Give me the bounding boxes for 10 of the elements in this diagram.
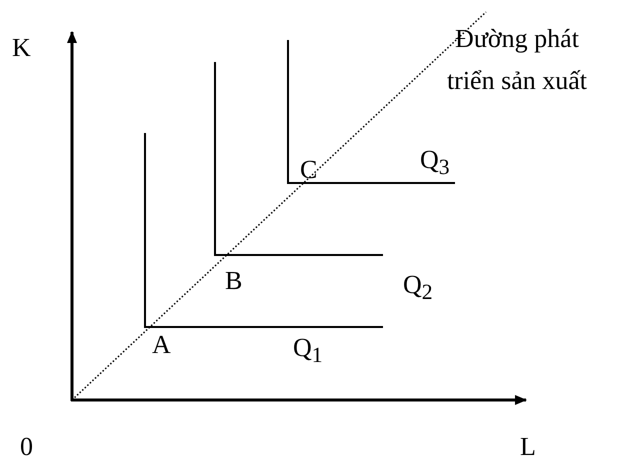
point-label: C xyxy=(300,155,318,185)
curve-label: Q$_{3}$ xyxy=(420,145,450,182)
axis-label: L xyxy=(520,432,536,457)
curve-label: Q$_{1}$ xyxy=(293,333,323,370)
point-label: B xyxy=(225,266,242,296)
axis-label: K xyxy=(12,33,31,63)
curve-label: Đường phát triển sản xuất xyxy=(446,23,588,97)
point-label: A xyxy=(152,330,171,360)
origin-label: 0 xyxy=(20,432,33,457)
curve-label: Q$_{2}$ xyxy=(403,270,433,306)
